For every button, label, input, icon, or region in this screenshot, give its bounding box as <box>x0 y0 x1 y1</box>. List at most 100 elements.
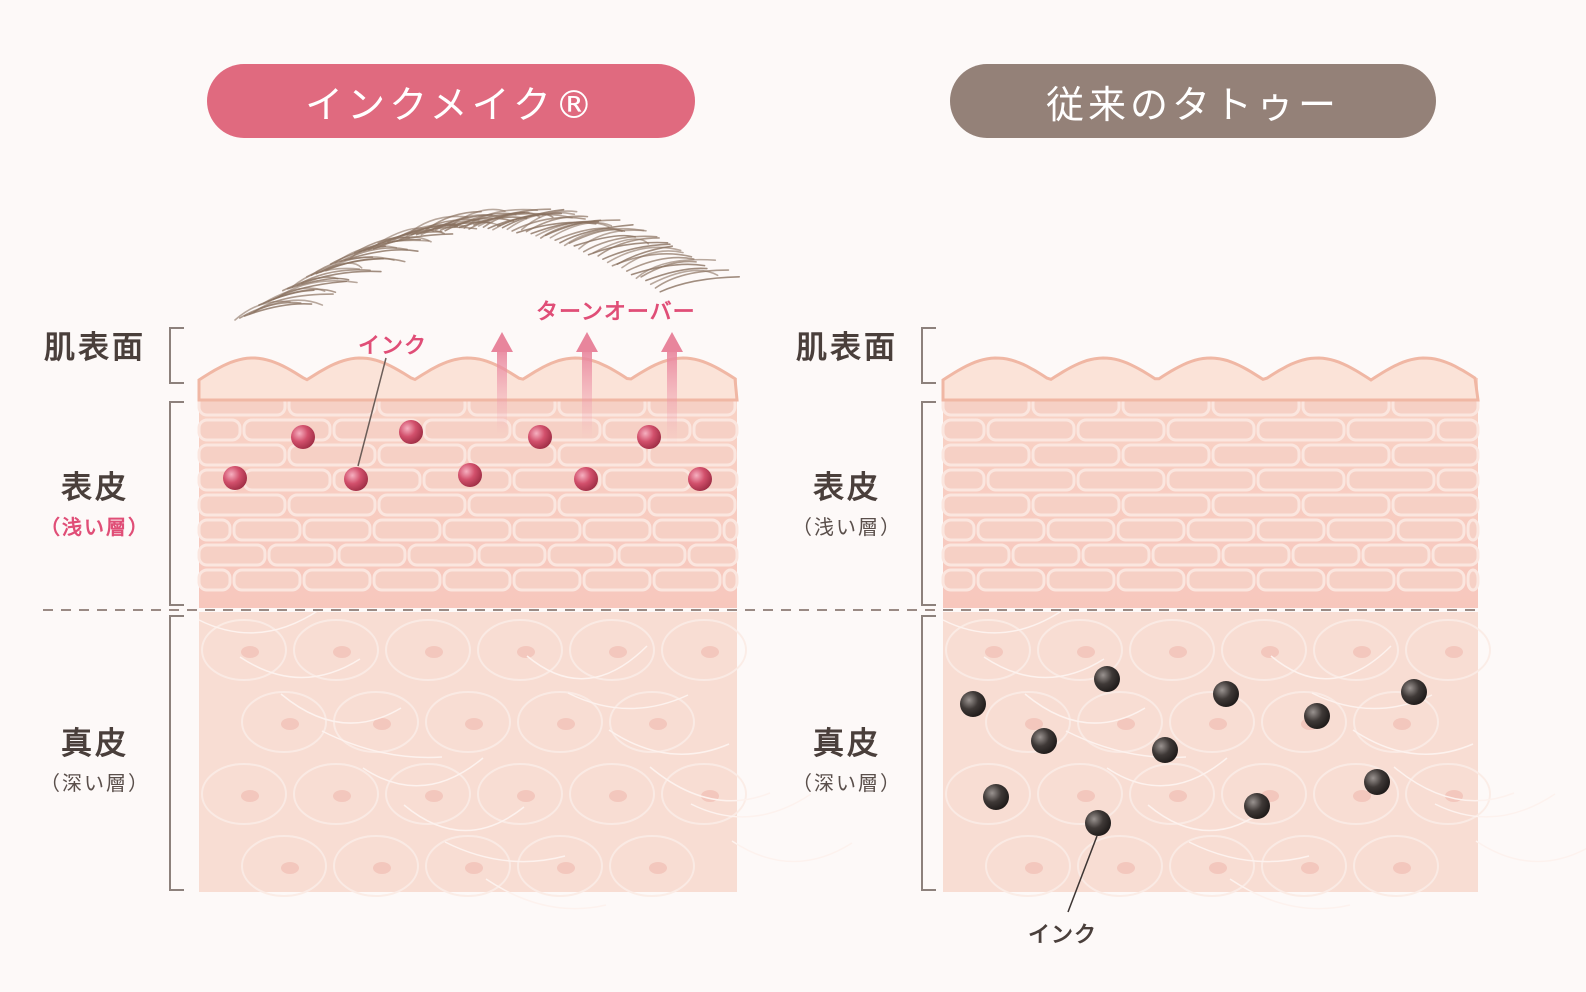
eyebrow-hair <box>597 237 660 257</box>
epidermis-cell <box>647 443 737 467</box>
epidermis-cell <box>941 418 986 442</box>
dermis-cell <box>1221 763 1307 825</box>
arrow-up-icon <box>661 332 683 352</box>
dermis-fiber <box>942 609 1064 634</box>
eyebrow-hair-icon <box>234 208 741 321</box>
eyebrow-hair <box>372 233 454 250</box>
dermis-nucleus <box>517 790 535 802</box>
epidermis-cell <box>1046 568 1116 592</box>
arrow-up-icon <box>667 345 677 445</box>
dermis-nucleus <box>1393 718 1411 730</box>
dermis-fibers <box>198 609 853 910</box>
surface-text: 肌表面 <box>44 330 146 366</box>
dermis-cell <box>609 835 695 897</box>
dermis-fiber <box>731 840 853 863</box>
eyebrow-hair <box>649 269 719 286</box>
dermis-fiber <box>444 841 566 863</box>
epidermis-cell <box>1166 468 1256 492</box>
dermis-fiber <box>1475 840 1586 863</box>
eyebrow-hair <box>654 269 730 289</box>
dermis-cell <box>1129 763 1215 825</box>
dermis-cell <box>1037 619 1123 681</box>
eyebrow-hair <box>563 227 645 247</box>
epidermis-cell <box>1211 493 1301 517</box>
eyebrow-hair <box>525 215 589 233</box>
epidermis-cell <box>1396 568 1466 592</box>
dermis-cell <box>477 619 563 681</box>
eyebrow-hair <box>616 245 674 265</box>
epidermis-cell <box>1186 568 1256 592</box>
tattoo-title: 従来のタトゥー <box>1045 82 1340 127</box>
dermis-nucleus <box>1025 718 1043 730</box>
epidermis-cell <box>1046 518 1116 542</box>
epidermis-cell <box>557 493 647 517</box>
epidermis-cell <box>976 568 1046 592</box>
dermis-nucleus <box>557 862 575 874</box>
epidermis-cell <box>1256 468 1346 492</box>
epidermis-cell <box>1326 568 1396 592</box>
epidermis-cell <box>287 443 377 467</box>
dermis-fiber <box>1229 878 1351 910</box>
dermis-nucleus <box>1117 862 1135 874</box>
dermis-cell <box>1077 835 1163 897</box>
eyebrow-hair <box>520 210 578 231</box>
epidermis-cell <box>976 518 1046 542</box>
epidermis-cell <box>302 568 372 592</box>
dermis-fiber <box>526 645 648 680</box>
dermis-nucleus <box>1353 646 1371 658</box>
epidermis-cell <box>941 568 976 592</box>
epidermis-cell <box>302 518 372 542</box>
dermis-cell <box>201 619 287 681</box>
dermis-cell <box>1261 691 1347 753</box>
dermis-cell <box>1405 619 1491 681</box>
eyebrow-hair <box>324 257 406 272</box>
epidermis-cell <box>1466 568 1480 592</box>
left-ink-annotation: インク <box>358 334 428 359</box>
dermis-nucleus <box>373 862 391 874</box>
dermis-fiber <box>1024 693 1146 724</box>
eyebrow-hair <box>535 221 610 237</box>
dermis-sub-text: （深い層） <box>40 771 150 795</box>
pink-ink-particle <box>637 425 661 449</box>
dermis-fiber <box>608 729 730 755</box>
pink-ink-particle <box>458 463 482 487</box>
eyebrow-hair <box>253 293 334 313</box>
dermis-cell <box>241 691 327 753</box>
layer-bracket <box>921 327 936 384</box>
epidermis-cell <box>1256 418 1346 442</box>
epidermis-cell <box>1346 468 1436 492</box>
epidermis-cell <box>242 418 332 442</box>
dermis-nucleus <box>465 862 483 874</box>
epidermis-cell <box>197 443 287 467</box>
surface-text: 肌表面 <box>796 330 898 366</box>
dermis-cell <box>517 691 603 753</box>
dermis-nucleus <box>281 862 299 874</box>
dermis-fiber <box>690 793 812 818</box>
epidermis-cell <box>467 443 557 467</box>
eyebrow-hair <box>640 260 697 278</box>
dermis-nucleus <box>609 646 627 658</box>
ink-leader-line <box>357 357 387 467</box>
epidermis-cell <box>941 493 1031 517</box>
epidermis-cell <box>422 418 512 442</box>
dermis-fiber <box>239 656 361 679</box>
eyebrow-hair <box>635 258 717 280</box>
dermis-cell <box>1261 835 1347 897</box>
epidermis-cell <box>1326 518 1396 542</box>
dermis-fiber <box>362 757 484 787</box>
epidermis-cell <box>197 543 267 567</box>
dermis-fiber <box>649 766 771 802</box>
eyebrow-hair <box>659 276 741 293</box>
epidermis-cell <box>1031 443 1121 467</box>
dermis-nucleus <box>1077 646 1095 658</box>
epidermis-cell <box>941 443 1031 467</box>
dermis-cell <box>385 763 471 825</box>
dermis-nucleus <box>1353 790 1371 802</box>
left-surface-label: 肌表面 <box>35 322 155 367</box>
dermis-cell <box>985 835 1071 897</box>
epidermis-sub-text: （浅い層） <box>40 515 150 539</box>
eyebrow-hair <box>602 243 671 260</box>
epidermis-cell <box>1391 443 1480 467</box>
epidermis-cell <box>197 568 232 592</box>
dermis-nucleus <box>1261 646 1279 658</box>
